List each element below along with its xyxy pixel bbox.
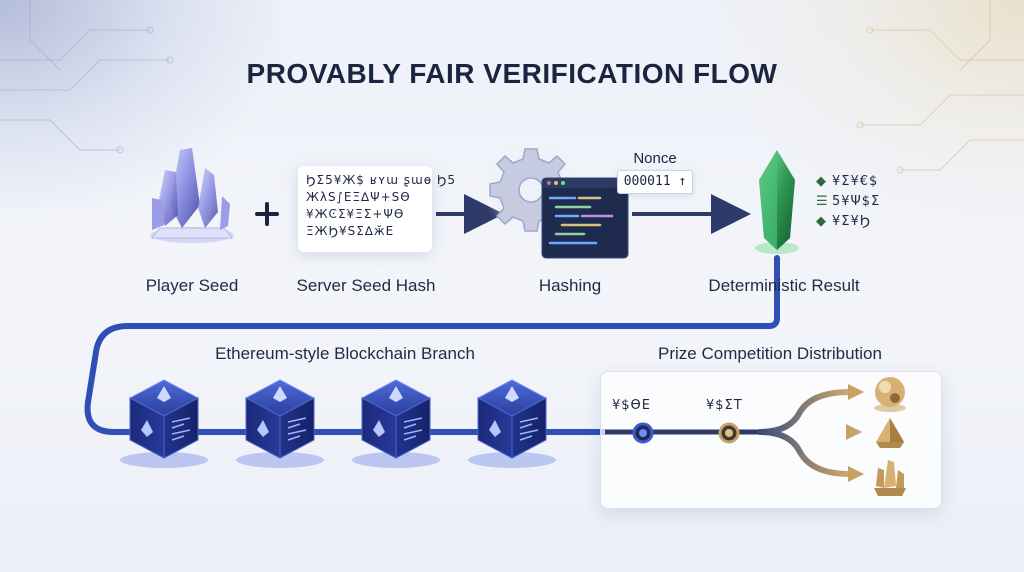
player-seed-label: Player Seed	[145, 276, 239, 295]
prize-distribution-label: Prize Competition Distribution	[658, 344, 882, 363]
blockchain-block-icon	[352, 379, 440, 468]
prize-node-1-label: ¥$ѲE	[612, 398, 651, 413]
nonce-value: 000011 ↑	[617, 170, 693, 194]
nonce-label: Nonce	[633, 150, 677, 167]
plus-icon	[255, 202, 279, 226]
background-glow-left	[0, 0, 280, 210]
player-seed-crystal-icon	[150, 148, 234, 243]
prize-node-2-label: ¥$ΣT	[706, 398, 743, 413]
blockchain-branch-label: Ethereum-style Blockchain Branch	[215, 344, 475, 363]
result-crystal-icon	[755, 150, 799, 254]
result-glyph-list: ◆¥Σ¥€$ ☰5¥Ψ$Σ ◆¥Σ¥Ϧ	[816, 172, 880, 232]
blockchain-block-icon	[120, 379, 208, 468]
prize-panel	[600, 371, 942, 509]
server-seed-glyph-line: ΞЖϦ¥ЅΣ∆ӂЕ	[306, 224, 395, 238]
deterministic-result-label: Deterministic Result	[708, 276, 860, 295]
page-title: PROVABLY FAIR VERIFICATION FLOW	[246, 58, 778, 89]
server-seed-hash-card: ϦΣ5¥Ж$ ʁʏɯ ʂɯɵ Ϧ5 ЖλЅ∫ЕΞ∆Ψ+ЅѲ ¥ЖϾΣ¥ΞΣ+ΨѲ…	[298, 166, 457, 252]
server-seed-glyph-line: ϦΣ5¥Ж$ ʁʏɯ ʂɯɵ Ϧ5	[306, 173, 457, 187]
server-seed-glyph-line: ЖλЅ∫ЕΞ∆Ψ+ЅѲ	[306, 190, 411, 204]
blockchain-connector-line	[84, 255, 780, 435]
blockchain-blocks	[120, 379, 556, 468]
result-mark-icon: ◆	[816, 174, 827, 189]
result-glyph-row: ☰5¥Ψ$Σ	[816, 192, 880, 212]
result-mark-icon: ◆	[816, 214, 827, 229]
blockchain-block-icon	[236, 379, 324, 468]
server-seed-glyph-line: ¥ЖϾΣ¥ΞΣ+ΨѲ	[306, 207, 405, 221]
result-glyph-row: ◆¥Σ¥€$	[816, 172, 880, 192]
blockchain-block-icon	[468, 379, 556, 468]
result-glyph-row: ◆¥Σ¥Ϧ	[816, 212, 880, 232]
hashing-label: Hashing	[538, 276, 602, 295]
code-window-icon	[541, 177, 629, 259]
result-mark-icon: ☰	[816, 194, 829, 209]
server-seed-hash-label: Server Seed Hash	[296, 276, 436, 295]
